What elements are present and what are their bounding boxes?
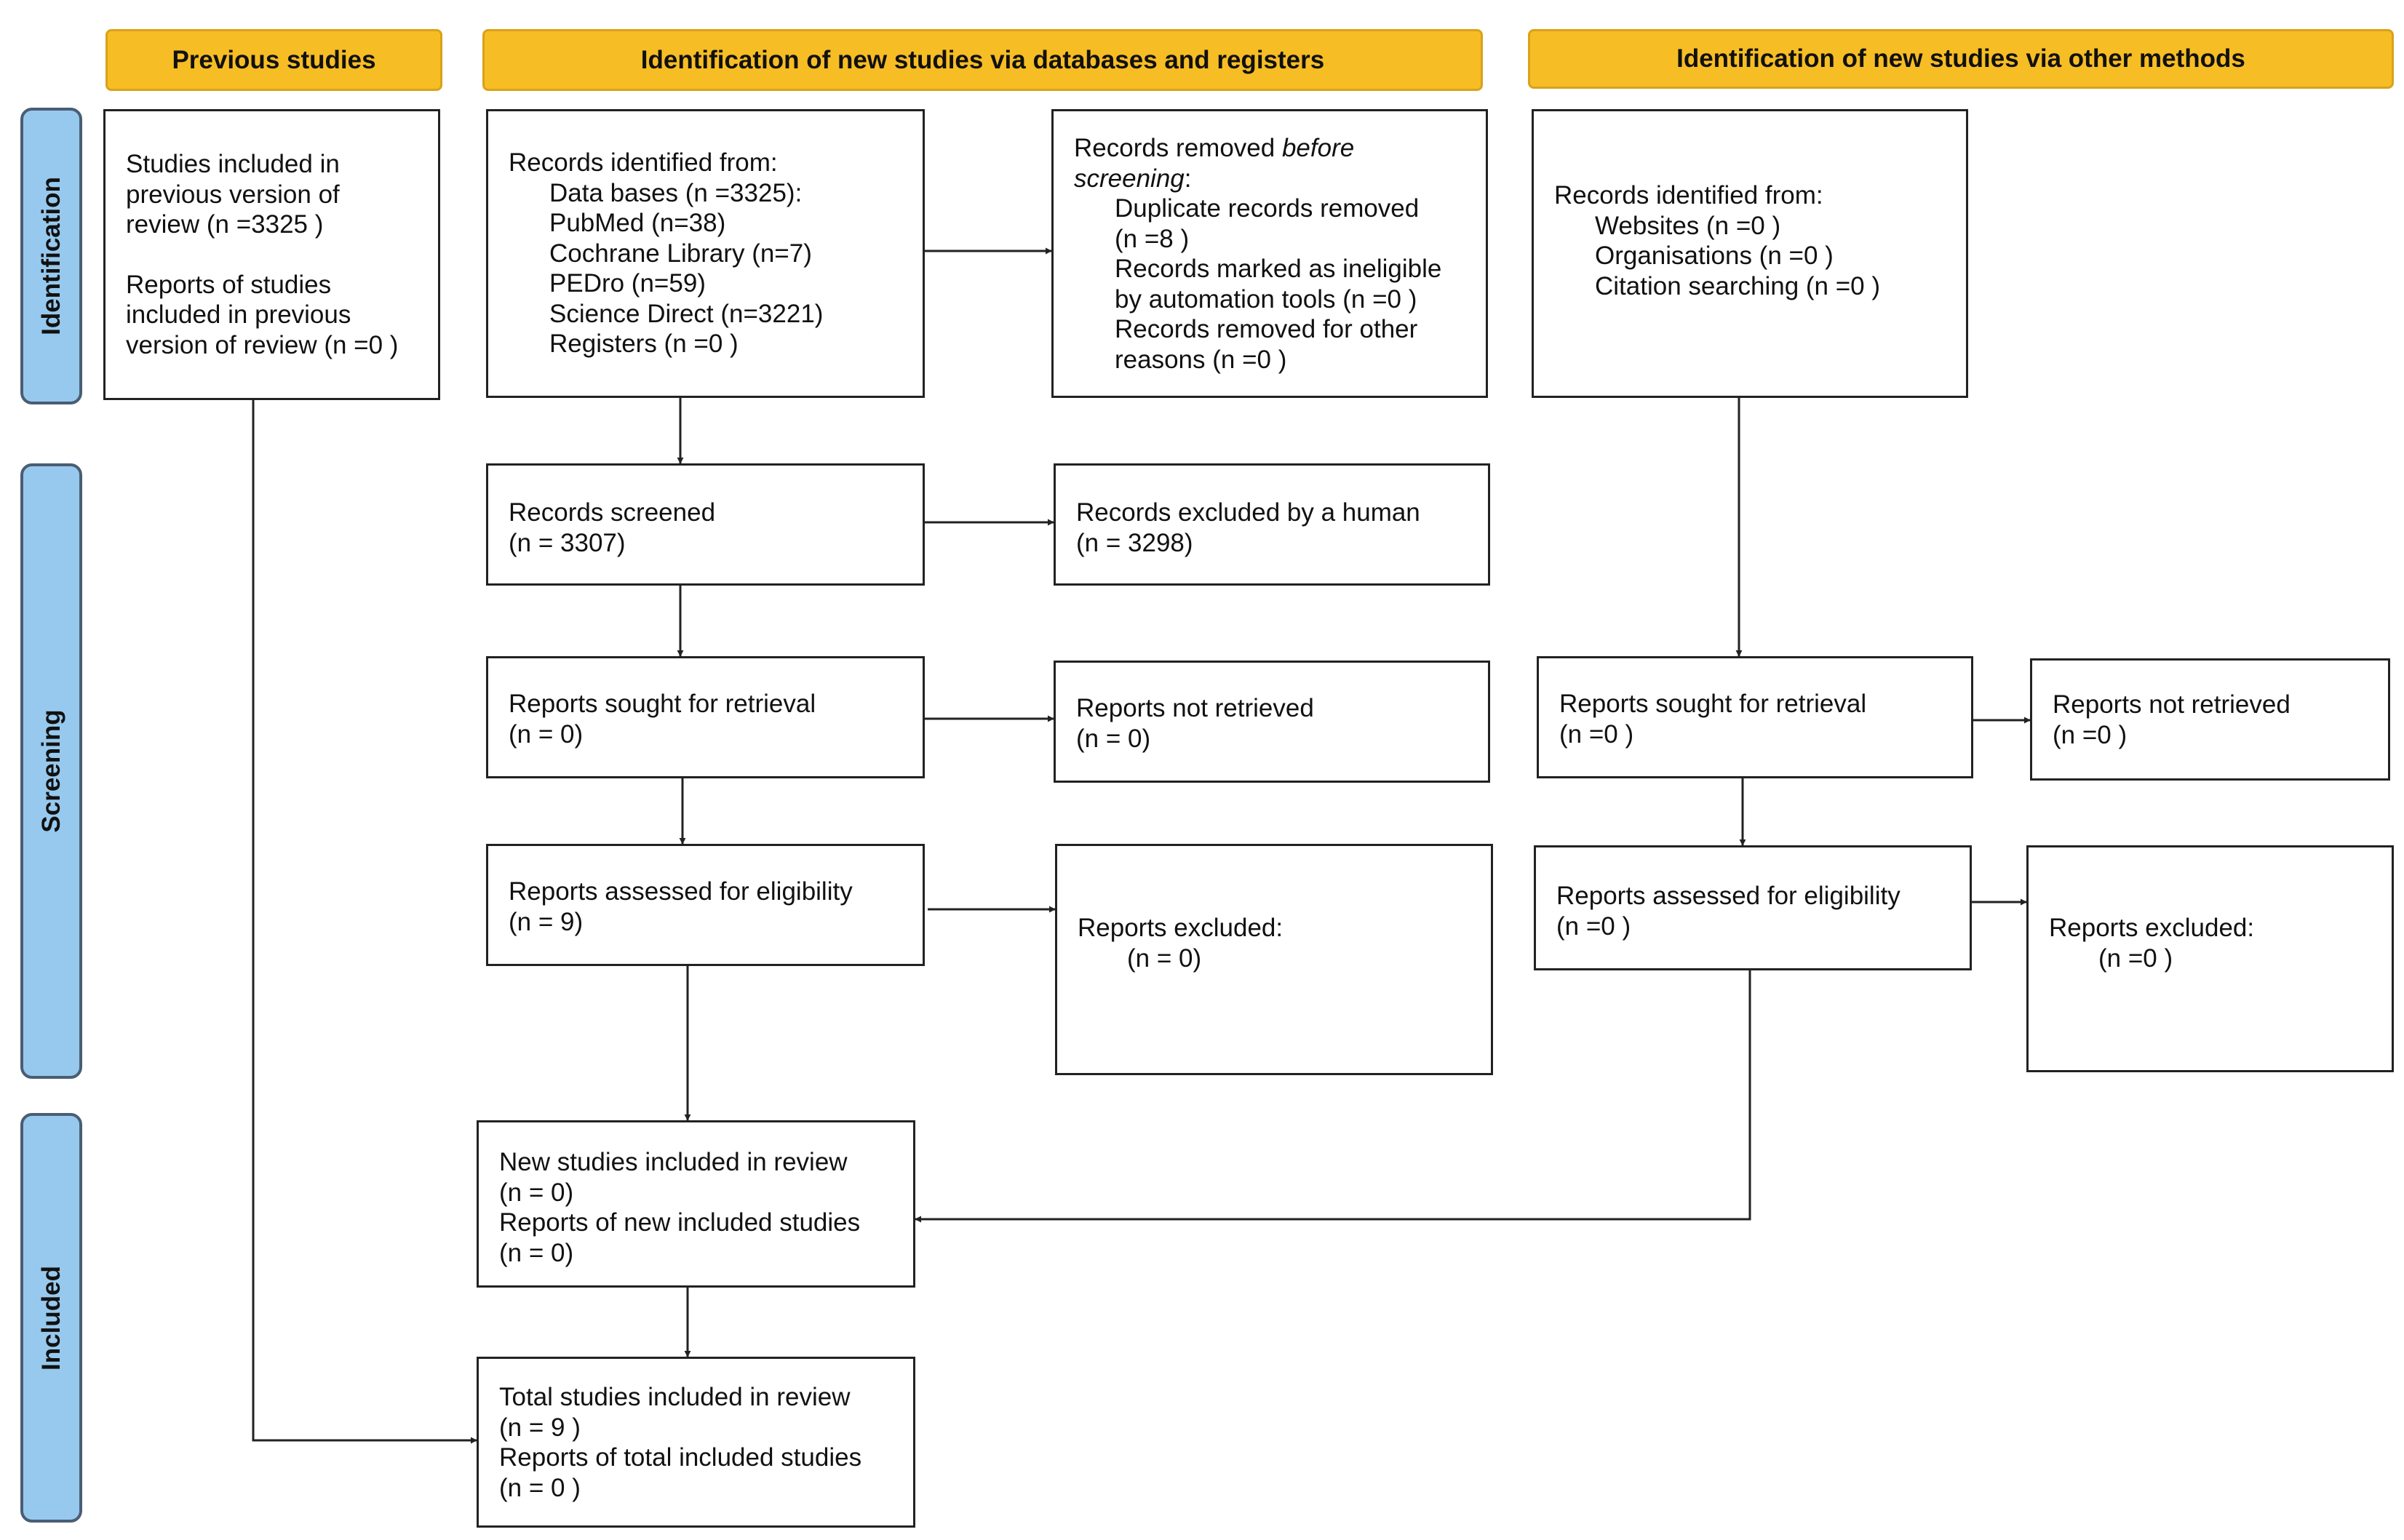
db-excluded-human-count: (n = 3298) bbox=[1076, 528, 1193, 557]
header-databases-registers: Identification of new studies via databa… bbox=[482, 29, 1483, 91]
other-reports-sought-box: Reports sought for retrieval (n =0 ) bbox=[1537, 656, 1973, 778]
db-removed-title-italic-2: screening bbox=[1074, 164, 1185, 193]
db-removed-title-2: screening: bbox=[1074, 164, 1471, 194]
db-assessed-label: Reports assessed for eligibility bbox=[509, 877, 853, 906]
db-removed-title-italic: before bbox=[1281, 134, 1355, 162]
db-reports-sought-box: Reports sought for retrieval (n = 0) bbox=[486, 656, 925, 778]
previous-studies-text-2: previous version of bbox=[126, 180, 340, 209]
previous-reports-count: version of review (n =0 ) bbox=[126, 330, 399, 359]
previous-reports-text-2: included in previous bbox=[126, 300, 351, 329]
db-sought-count: (n = 0) bbox=[509, 719, 584, 749]
db-new-included-box: New studies included in review (n = 0) R… bbox=[477, 1120, 915, 1288]
other-sought-count: (n =0 ) bbox=[1559, 719, 1634, 749]
db-reports-assessed-box: Reports assessed for eligibility (n = 9) bbox=[486, 844, 925, 966]
db-reports-not-retrieved-box: Reports not retrieved (n = 0) bbox=[1054, 661, 1490, 783]
db-not-retrieved-label: Reports not retrieved bbox=[1076, 694, 1314, 722]
other-excluded-label: Reports excluded: bbox=[2049, 914, 2255, 942]
other-reports-excluded-box: Reports excluded: (n =0 ) bbox=[2026, 845, 2394, 1072]
db-pedro: PEDro (n=59) bbox=[549, 269, 706, 298]
db-identified-title: Records identified from: bbox=[509, 148, 778, 177]
stage-included: Included bbox=[20, 1113, 82, 1523]
other-not-retrieved-label: Reports not retrieved bbox=[2053, 690, 2290, 719]
stage-screening: Screening bbox=[20, 463, 82, 1079]
db-reports-excluded-box: Reports excluded: (n = 0) bbox=[1055, 844, 1493, 1075]
db-sought-label: Reports sought for retrieval bbox=[509, 690, 816, 718]
db-new-reports: Reports of new included studies bbox=[499, 1208, 861, 1237]
total-reports-count: (n = 0 ) bbox=[499, 1473, 581, 1502]
db-records-identified-box: Records identified from: Data bases (n =… bbox=[486, 109, 925, 398]
db-removed-title-prefix: Records removed bbox=[1074, 134, 1282, 162]
other-identified-title: Records identified from: bbox=[1554, 181, 1823, 210]
db-records-screened-box: Records screened (n = 3307) bbox=[486, 463, 925, 586]
db-not-retrieved-count: (n = 0) bbox=[1076, 724, 1151, 753]
other-not-retrieved-count: (n =0 ) bbox=[2053, 720, 2128, 749]
other-reports-assessed-box: Reports assessed for eligibility (n =0 ) bbox=[1534, 845, 1972, 970]
arrow-other-assessed-to-new-included bbox=[915, 970, 1751, 1223]
db-excluded-label: Reports excluded: bbox=[1078, 914, 1283, 942]
db-records-excluded-box: Records excluded by a human (n = 3298) bbox=[1054, 463, 1490, 586]
previous-studies-text: Studies included in bbox=[126, 150, 340, 178]
other-organisations: Organisations (n =0 ) bbox=[1595, 242, 1834, 270]
total-included-box: Total studies included in review (n = 9 … bbox=[477, 1357, 915, 1528]
db-removed-title-suffix: : bbox=[1184, 164, 1192, 193]
db-removed-other: Records removed for other bbox=[1115, 315, 1418, 343]
other-assessed-count: (n =0 ) bbox=[1556, 911, 1631, 941]
db-duplicates-count: (n =8 ) bbox=[1115, 224, 1190, 253]
other-excluded-count: (n =0 ) bbox=[2098, 943, 2173, 973]
db-cochrane: Cochrane Library (n=7) bbox=[549, 239, 812, 268]
db-pubmed: PubMed (n=38) bbox=[549, 209, 726, 237]
previous-studies-box: Studies included in previous version of … bbox=[103, 109, 440, 400]
db-sciencedirect: Science Direct (n=3221) bbox=[549, 299, 824, 328]
db-registers: Registers (n =0 ) bbox=[549, 330, 739, 358]
previous-studies-count: review (n =3325 ) bbox=[126, 210, 324, 239]
total-studies-count: (n = 9 ) bbox=[499, 1413, 581, 1442]
other-reports-not-retrieved-box: Reports not retrieved (n =0 ) bbox=[2030, 658, 2390, 781]
db-records-removed-box: Records removed before screening: Duplic… bbox=[1051, 109, 1488, 398]
db-removed-other-count: reasons (n =0 ) bbox=[1115, 345, 1287, 374]
header-other-methods: Identification of new studies via other … bbox=[1528, 29, 2394, 89]
previous-reports-text: Reports of studies bbox=[126, 270, 332, 299]
other-sought-label: Reports sought for retrieval bbox=[1559, 690, 1867, 718]
db-databases-count: Data bases (n =3325): bbox=[549, 178, 803, 207]
total-studies: Total studies included in review bbox=[499, 1383, 851, 1411]
other-assessed-label: Reports assessed for eligibility bbox=[1556, 882, 1900, 910]
db-ineligible: Records marked as ineligible bbox=[1115, 255, 1442, 283]
db-screened-count: (n = 3307) bbox=[509, 528, 626, 557]
arrow-previous-to-total bbox=[252, 400, 477, 1444]
stage-identification: Identification bbox=[20, 108, 82, 404]
db-ineligible-count: by automation tools (n =0 ) bbox=[1115, 284, 1417, 314]
db-excluded-human-label: Records excluded by a human bbox=[1076, 498, 1420, 527]
db-new-studies-count: (n = 0) bbox=[499, 1178, 574, 1207]
db-removed-title: Records removed before bbox=[1074, 133, 1471, 164]
db-new-reports-count: (n = 0) bbox=[499, 1238, 574, 1267]
db-excluded-count: (n = 0) bbox=[1127, 943, 1202, 973]
db-new-studies: New studies included in review bbox=[499, 1148, 848, 1176]
other-websites: Websites (n =0 ) bbox=[1595, 211, 1781, 240]
header-previous-studies: Previous studies bbox=[106, 29, 442, 91]
db-screened-label: Records screened bbox=[509, 498, 716, 527]
other-records-identified-box: Records identified from: Websites (n =0 … bbox=[1532, 109, 1968, 398]
db-duplicates: Duplicate records removed bbox=[1115, 194, 1420, 223]
db-assessed-count: (n = 9) bbox=[509, 907, 584, 936]
total-reports: Reports of total included studies bbox=[499, 1443, 862, 1472]
other-citation: Citation searching (n =0 ) bbox=[1595, 271, 1881, 300]
